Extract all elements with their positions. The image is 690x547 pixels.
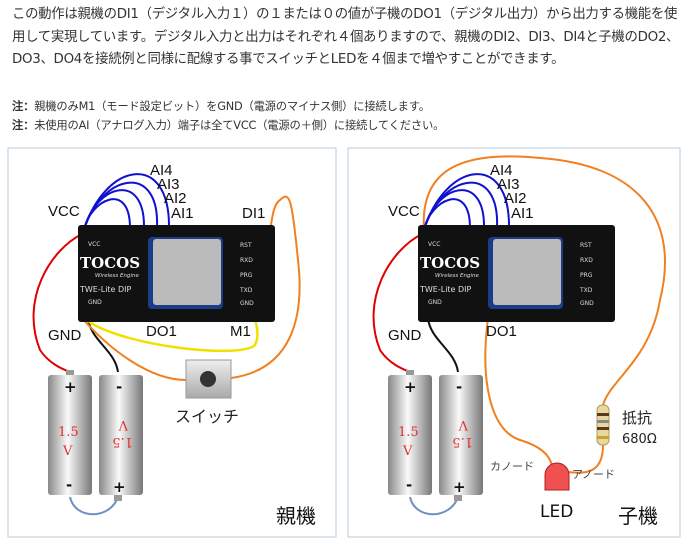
board-sub: Wireless Engine (435, 273, 479, 279)
battery-right: - 1.5 V + (439, 375, 483, 501)
label-ai4: AI4 (150, 162, 173, 179)
label-gnd: GND (48, 327, 82, 344)
note-ai: 注：未使用のAI（アナログ入力）端子は全てVCC（電源の＋側）に接続してください… (12, 117, 444, 133)
do1-wire (484, 317, 553, 467)
vcc-resistor-wire (422, 155, 666, 474)
pin-label: TXD (579, 287, 593, 294)
led (544, 462, 570, 491)
gnd-wire (87, 317, 119, 373)
board-brand: TOCOS (420, 254, 480, 272)
pin-label: TXD (239, 287, 253, 294)
label-ai3: AI3 (497, 176, 520, 193)
pin-label: GND (240, 300, 254, 307)
board-brand: TOCOS (80, 254, 140, 272)
twe-lite-board-parent: TOCOS Wireless Engine TWE-Lite DIP VCC G… (78, 225, 275, 322)
label-ai2: AI2 (164, 190, 187, 207)
label-m1: M1 (230, 323, 251, 340)
label-resistor: 抵抗 (622, 409, 652, 427)
child-title: 子機 (618, 504, 658, 528)
label-di1: DI1 (242, 205, 265, 222)
minus-sign: - (66, 476, 72, 494)
label-vcc: VCC (388, 203, 420, 220)
parent-title: 親機 (276, 504, 316, 528)
board-model: TWE-Lite DIP (419, 285, 472, 294)
note-prefix: 注： (12, 100, 35, 113)
label-do1: DO1 (146, 323, 177, 340)
switch-button (200, 371, 216, 387)
minus-sign: - (406, 476, 412, 494)
battery-unit: V (402, 444, 413, 459)
battery-unit: V (118, 417, 129, 432)
label-anode: アノード (572, 468, 615, 481)
pin-label: PRG (240, 272, 253, 279)
label-ai2: AI2 (504, 190, 527, 207)
note-m1: 注：親機のみM1（モード設定ビット）をGND（電源のマイナス側）に接続します。 (12, 98, 430, 114)
pin-label: VCC (428, 241, 440, 248)
plus-sign: + (453, 478, 466, 496)
label-switch: スイッチ (175, 407, 239, 426)
pin-label: GND (580, 300, 594, 307)
pin-label: GND (428, 299, 442, 306)
child-panel: TOCOS Wireless Engine TWE-Lite DIP VCC G… (347, 147, 681, 538)
battery-voltage: 1.5 (398, 425, 419, 440)
pin-label: RXD (580, 257, 593, 264)
minus-sign: - (116, 378, 122, 396)
twe-lite-board-child: TOCOS Wireless Engine TWE-Lite DIP VCC G… (418, 225, 615, 322)
battery-left: + 1.5 V - (48, 370, 92, 495)
board-sub: Wireless Engine (95, 273, 139, 279)
label-gnd: GND (388, 327, 422, 344)
label-ai1: AI1 (171, 205, 194, 222)
pin-label: RXD (240, 257, 253, 264)
board-model: TWE-Lite DIP (79, 285, 132, 294)
battery-right: - 1.5 V + (99, 375, 143, 501)
m1-wire (81, 315, 259, 353)
ai-wires (83, 173, 171, 231)
pin-label: PRG (580, 272, 593, 279)
pin-label: RST (240, 242, 252, 249)
battery-voltage: 1.5 (112, 434, 133, 449)
note-text: 未使用のAI（アナログ入力）端子は全てVCC（電源の＋側）に接続してください。 (34, 119, 445, 132)
plus-sign: + (64, 378, 77, 396)
battery-unit: V (62, 444, 73, 459)
label-ai1: AI1 (511, 205, 534, 222)
pin-label: RST (580, 242, 592, 249)
plus-sign: + (113, 478, 126, 496)
pin-label: VCC (88, 241, 100, 248)
note-text: 親機のみM1（モード設定ビット）をGND（電源のマイナス側）に接続します。 (34, 100, 430, 113)
gnd-wire (427, 317, 459, 373)
battery-link (409, 496, 459, 516)
battery-left: + 1.5 V - (388, 370, 432, 495)
note-prefix: 注： (12, 119, 35, 132)
label-do1: DO1 (486, 323, 517, 340)
label-vcc: VCC (48, 203, 80, 220)
battery-voltage: 1.5 (452, 434, 473, 449)
label-ai3: AI3 (157, 176, 180, 193)
pin-label: GND (88, 299, 102, 306)
label-led: LED (540, 502, 573, 522)
resistor (596, 404, 610, 446)
parent-panel: TOCOS Wireless Engine TWE-Lite DIP VCC G… (7, 147, 337, 538)
vcc-wire (32, 233, 83, 373)
plus-sign: + (404, 378, 417, 396)
ai-wires (423, 173, 511, 231)
vcc-wire (372, 233, 423, 373)
label-ai4: AI4 (490, 162, 513, 179)
description-paragraph: この動作は親機のDI1（デジタル入力１）の１または０の値が子機のDO1（デジタル… (12, 7, 680, 67)
minus-sign: - (456, 378, 462, 396)
label-cathode: カノード (490, 460, 534, 473)
battery-voltage: 1.5 (58, 425, 79, 440)
battery-unit: V (458, 417, 469, 432)
battery-link (69, 496, 119, 516)
label-ohm: 680Ω (622, 432, 657, 447)
di1-switch-wire (81, 195, 301, 381)
